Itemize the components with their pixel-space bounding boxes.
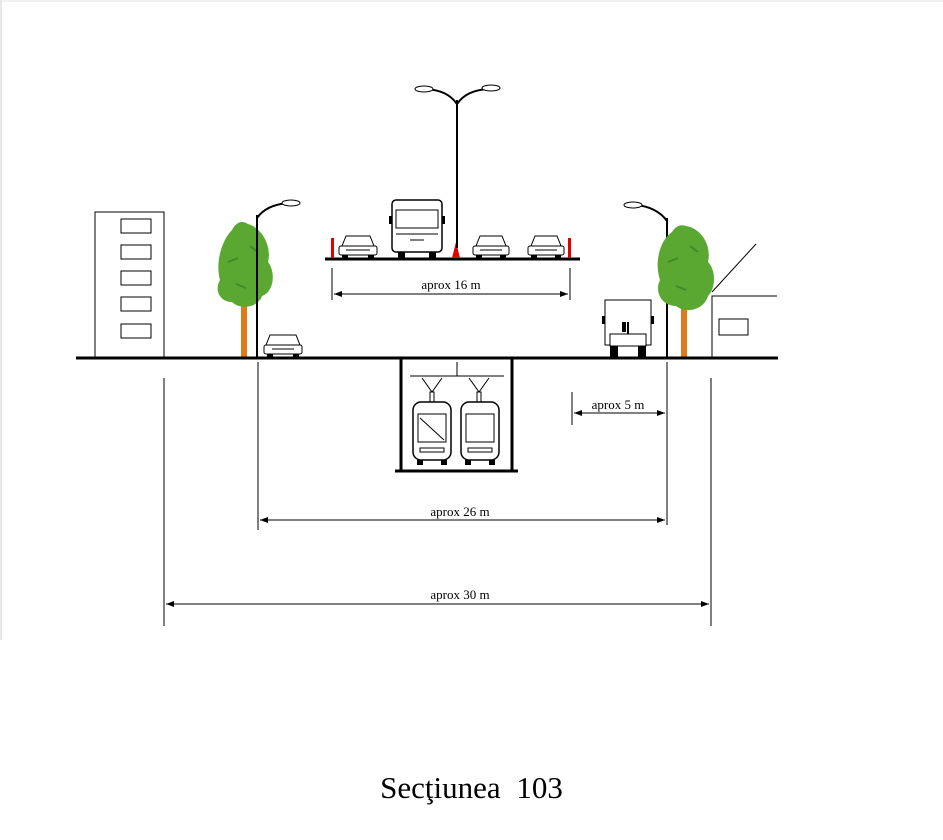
ground-truck-right — [602, 299, 654, 357]
underground-tunnel — [395, 358, 518, 473]
left-building — [94, 211, 165, 358]
elevated-car-1 — [338, 235, 378, 258]
dimension-label-5m: aprox 5 m — [592, 397, 645, 412]
section-caption: Secţiunea 103 — [380, 770, 563, 805]
dimension-5m: aprox 5 m — [571, 362, 668, 525]
right-building — [711, 243, 777, 358]
left-street-lamp — [256, 199, 301, 358]
barrier-left — [331, 238, 334, 258]
tram-left — [412, 377, 452, 465]
dimension-label-26m: aprox 26 m — [430, 504, 489, 519]
left-tree — [217, 222, 273, 358]
ground-car-left — [263, 334, 303, 358]
dimension-label-16m: aprox 16 m — [421, 277, 480, 292]
elevated-bus — [389, 199, 445, 258]
elevated-car-2 — [472, 235, 510, 258]
tram-right — [460, 377, 500, 465]
dimension-30m: aprox 30 m — [163, 378, 712, 626]
barrier-median — [452, 242, 460, 258]
elevated-car-3 — [527, 235, 565, 258]
elevated-road — [325, 238, 580, 261]
dimension-label-30m: aprox 30 m — [430, 587, 489, 602]
right-tree — [657, 225, 714, 358]
barrier-right — [568, 238, 571, 258]
dimension-26m: aprox 26 m — [257, 362, 665, 530]
central-double-lamp — [414, 84, 501, 248]
dimension-16m: aprox 16 m — [331, 268, 571, 300]
